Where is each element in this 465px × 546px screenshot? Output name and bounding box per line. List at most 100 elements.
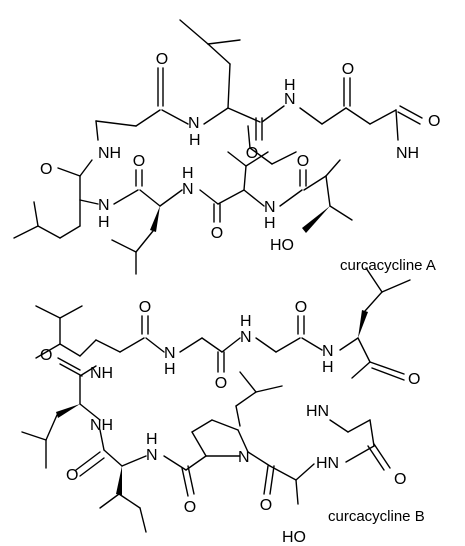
amide-hydrogen-label: H [284,77,296,94]
bond [271,151,297,165]
oxygen-label: O [66,467,78,484]
amide-nitrogen-label: N [146,447,158,464]
bond [59,225,81,239]
stereo-wedge [56,404,80,418]
bond [179,337,203,353]
bond [364,291,383,312]
bond [249,147,273,165]
bond [213,203,221,223]
oxygen-label: O [260,497,272,514]
amide-nitrogen-label: N [264,199,276,216]
bond [99,493,120,509]
oxygen-label: O [156,51,168,68]
bond [185,455,207,471]
bond [365,267,383,293]
amide-hydrogen-label: H [189,132,201,149]
bond [57,357,83,377]
oxygen-label: O [246,145,258,162]
bond [255,337,277,353]
oxygen-label: O [133,153,145,170]
hydroxyl-label: HO [282,529,306,546]
bond [57,167,81,177]
proline-nitrogen-label: N [238,449,250,466]
bond [357,337,371,363]
bond [145,337,165,353]
oxygen-label: O [428,113,440,130]
bond [325,159,341,177]
amide-hn-label: HN [306,403,329,420]
caption-curcacycline-a: curcacycline A [340,257,436,274]
amide-nh-label: NH [396,145,419,162]
bond [325,175,331,207]
amide-nitrogen-label: N [322,343,334,360]
bond [347,419,371,433]
bond [45,414,58,441]
bond [79,403,101,421]
bond [75,451,105,477]
bond [235,391,257,407]
bond [79,159,93,177]
bond [103,449,123,467]
bond [263,465,275,495]
bond [33,201,39,227]
amide-nitrogen-label: N [240,329,252,346]
bond [207,43,231,65]
bond [301,337,323,351]
bond [161,109,189,125]
oxygen-label: O [295,299,307,316]
amide-hydrogen-label: H [322,359,334,376]
bond [295,479,299,505]
amide-nh-label: NH [90,365,113,382]
bond [121,455,147,467]
bond [111,239,137,253]
bond [297,315,305,335]
caption-curcacycline-b: curcacycline B [328,508,425,525]
bond [203,107,229,125]
amide-hydrogen-label: H [182,165,194,182]
bond [237,429,249,453]
stereo-wedge [302,206,330,233]
bond [207,39,241,45]
bond [369,419,375,447]
oxygen-label: O [211,225,223,242]
amide-nh-label: NH [98,145,121,162]
bond [181,465,195,497]
bond [243,165,247,191]
bond [159,189,183,207]
bond [227,63,231,109]
oxygen-label: O [215,375,227,392]
amide-nitrogen-label: N [188,115,200,132]
bond [113,189,139,205]
bond [135,169,143,187]
bond [321,107,347,125]
bond [37,225,61,239]
oxygen-label: O [394,471,406,488]
bond [299,107,323,125]
amide-hn-label: HN [316,455,339,472]
oxygen-label: O [139,299,151,316]
bond [369,361,405,381]
amide-hydrogen-label: H [240,313,252,330]
bond [275,337,301,353]
bond [279,189,303,207]
bond [217,351,225,373]
bond [261,105,285,123]
bond [79,339,97,357]
bond [299,169,307,187]
bond [381,279,411,293]
bond [201,337,223,353]
bond [367,443,391,471]
bond [235,405,241,427]
bond [191,419,213,433]
stereo-wedge [358,310,368,338]
bond [343,77,351,107]
bond [329,419,349,433]
oxygen-label: O [40,161,52,178]
stereo-wedge [150,206,160,232]
hydroxyl-label: HO [270,237,294,254]
bond [395,109,399,141]
bond [157,67,164,107]
structure-curcacycline-a [13,19,423,275]
bond [139,189,161,207]
